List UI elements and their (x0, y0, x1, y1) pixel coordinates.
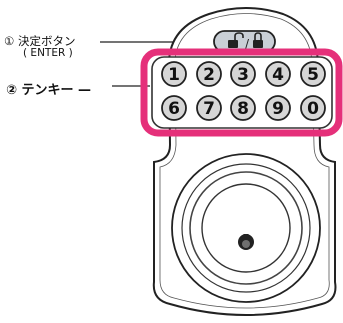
keypad-key-6[interactable]: 6 (161, 95, 187, 121)
lock-body-inner-outline (159, 13, 330, 309)
keypad-label: ② テンキー — (6, 83, 92, 98)
keypad-key-label: 1 (168, 65, 180, 85)
deadbolt-rose (171, 153, 321, 303)
keypad-highlight (140, 48, 343, 137)
enter-button-label: ① 決定ボタン (4, 34, 76, 48)
keypad-key-3[interactable]: 3 (230, 61, 256, 87)
enter-button[interactable]: / (213, 30, 276, 53)
unlock-icon (228, 32, 244, 48)
keypad-key-0[interactable]: 0 (300, 95, 326, 121)
keypad-key-4[interactable]: 4 (265, 61, 291, 87)
keypad-key-5[interactable]: 5 (300, 61, 326, 87)
keypad-key-2[interactable]: 2 (196, 61, 222, 87)
keyhole (238, 234, 254, 250)
lock-icon (253, 32, 263, 48)
keypad-key-label: 0 (307, 99, 319, 119)
keypad-key-label: 9 (272, 99, 284, 119)
enter-button-sublabel: ( ENTER ) (23, 47, 73, 59)
keypad-key-label: 5 (307, 65, 319, 85)
keypad-key-7[interactable]: 7 (196, 95, 222, 121)
enter-separator: / (245, 37, 250, 51)
keypad-key-9[interactable]: 9 (265, 95, 291, 121)
keypad-key-label: 8 (237, 99, 249, 119)
keypad-key-8[interactable]: 8 (230, 95, 256, 121)
keypad-key-label: 7 (203, 99, 215, 119)
keypad-keys: 1 2 3 4 5 6 7 8 9 0 (161, 61, 326, 121)
keypad-key-label: 4 (272, 65, 284, 85)
keypad-key-label: 6 (168, 99, 180, 119)
keypad-key-1[interactable]: 1 (161, 61, 187, 87)
keypad-key-label: 2 (203, 65, 215, 85)
keypad-key-label: 3 (237, 65, 249, 85)
